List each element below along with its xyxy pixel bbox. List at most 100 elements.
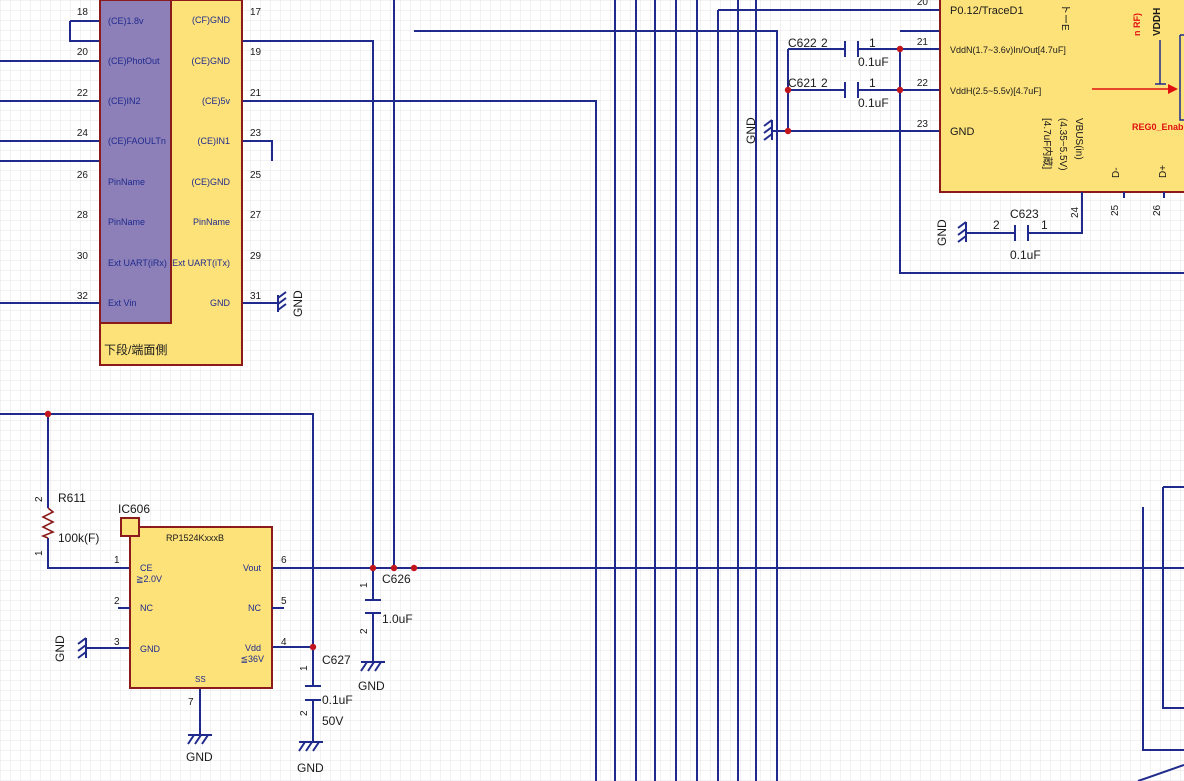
capacitor-c626: C626 1.0uF 1 2 <box>359 572 413 634</box>
regulator-pin-note: ≧2.0V <box>136 574 162 584</box>
connector-left-pin-num: 28 <box>77 210 89 221</box>
gnd-label: GND <box>297 761 324 775</box>
mcu-pin-num: 23 <box>917 119 929 130</box>
capacitor-ref: C626 <box>382 572 411 586</box>
capacitor-pin: 1 <box>1041 218 1048 232</box>
connector-right-pin-name: (CE)GND <box>192 177 231 187</box>
regulator-pin-note: ≦36V <box>240 654 264 664</box>
capacitor-pin: 1 <box>869 36 876 50</box>
connector-left-pin-name: PinName <box>108 217 145 227</box>
gnd-symbol <box>298 741 323 752</box>
mcu-pin-name: GND <box>950 126 975 138</box>
mcu-vertical-text: トーE <box>1059 4 1070 31</box>
regulator-pin-name: Vout <box>243 563 262 573</box>
connector-right-pin-num: 31 <box>250 291 262 302</box>
connector-right-pin-num: 17 <box>250 7 262 18</box>
capacitor-rating: 50V <box>322 714 343 728</box>
capacitor-ref: C622 <box>788 36 817 50</box>
regulator-pin-num: 5 <box>281 596 287 607</box>
capacitor-value: 0.1uF <box>858 96 889 110</box>
regulator-pin-num: 2 <box>114 596 120 607</box>
mcu-bottom-pin-num: 26 <box>1152 204 1163 216</box>
capacitor-pin: 1 <box>299 665 310 671</box>
gnd-symbol <box>77 637 87 659</box>
gnd-label: GND <box>186 750 213 764</box>
gnd-label: GND <box>935 219 949 246</box>
regulator-pin-name: CE <box>140 563 153 573</box>
resistor-ref: R611 <box>58 491 86 505</box>
capacitor-value: 0.1uF <box>858 55 889 69</box>
capacitor-ref: C627 <box>322 653 351 667</box>
connector-left-pin-name: Ext Vin <box>108 298 136 308</box>
capacitor-pin: 2 <box>359 628 370 634</box>
mcu-block: P0.12/TraceD1 VddN(1.7~3.6v)In/Out[4.7uF… <box>917 0 1184 218</box>
connector-right-pin-name: (CF)GND <box>192 15 230 25</box>
mcu-body <box>939 0 1184 193</box>
mcu-bottom-pin-name: VBUS(in) <box>1073 118 1084 160</box>
regulator-pin-num: 3 <box>114 637 120 648</box>
mcu-bottom-pin-name: D+ <box>1158 165 1169 178</box>
capacitor-c622: C622 2 1 0.1uF <box>788 36 889 69</box>
regulator-pin-name: SS <box>195 675 206 684</box>
connector-left-pin-num: 30 <box>77 251 89 262</box>
capacitor-value: 0.1uF <box>322 693 353 707</box>
gnd-symbol <box>187 734 212 745</box>
connector-label: 下段/端面側 <box>104 342 167 357</box>
connector-block: 下段/端面側 (CE)1.8v (CE)PhotOut (CE)IN2 (CE)… <box>77 0 305 366</box>
gnd-label: GND <box>291 290 305 317</box>
resistor-r611: R611 100k(F) 2 1 <box>34 491 99 556</box>
gnd-label: GND <box>53 635 67 662</box>
regulator-pin-name: NC <box>140 603 153 613</box>
connector-left-pin-name: PinName <box>108 177 145 187</box>
connector-right-pin-num: 23 <box>250 128 262 139</box>
connector-left-pin-num: 18 <box>77 7 89 18</box>
capacitor-pin: 1 <box>359 582 370 588</box>
connector-left-pin-num: 22 <box>77 88 89 99</box>
mcu-pin-name: VddH(2.5~5.5v)[4.7uF] <box>950 86 1041 96</box>
capacitor-pin: 2 <box>821 36 828 50</box>
capacitor-value: 0.1uF <box>1010 248 1041 262</box>
junction-dot <box>784 86 792 94</box>
connector-right-pin-name: GND <box>210 298 231 308</box>
connector-left-pin-name: (CE)1.8v <box>108 16 144 26</box>
connector-right-pin-num: 19 <box>250 47 262 58</box>
gnd-label: GND <box>744 117 758 144</box>
gnd-label: GND <box>358 679 385 693</box>
mcu-pin-name: VddN(1.7~3.6v)In/Out[4.7uF] <box>950 45 1066 55</box>
regulator-pin-name: Vdd <box>245 643 261 653</box>
junction-dot <box>369 564 377 572</box>
connector-left-pin-name: (CE)PhotOut <box>108 56 160 66</box>
mcu-vertical-text: VDDH <box>1152 8 1163 36</box>
capacitor-ref: C621 <box>788 76 817 90</box>
connector-right-pin-name: (CE)5v <box>202 96 231 106</box>
capacitor-c627: C627 0.1uF 50V 1 2 <box>299 653 353 728</box>
connector-left-pin-name: (CE)FAOULTn <box>108 136 166 146</box>
gnd-symbol <box>360 661 385 672</box>
regulator-part: RP1524KxxxB <box>166 533 224 543</box>
mcu-bottom-pin-num: 25 <box>1110 204 1121 216</box>
mcu-bottom-pin-num: 24 <box>1070 206 1081 218</box>
mcu-pin-num: 22 <box>917 78 929 89</box>
regulator-pin-num: 6 <box>281 555 287 566</box>
connector-left-pin-name: Ext UART(iRx) <box>108 258 167 268</box>
junction-dot <box>896 86 904 94</box>
regulator-pin-name: GND <box>140 644 161 654</box>
connector-right-pin-num: 21 <box>250 88 262 99</box>
connector-left-pin-num: 20 <box>77 47 89 58</box>
mcu-pin-num: 21 <box>917 37 929 48</box>
capacitor-value: 1.0uF <box>382 612 413 626</box>
connector-left-pin-name: (CE)IN2 <box>108 96 141 106</box>
junction-dot <box>784 127 792 135</box>
capacitor-pin: 2 <box>993 218 1000 232</box>
junction-dot <box>390 564 398 572</box>
mcu-red-text: REG0_Enabl <box>1132 122 1184 132</box>
connector-right-pin-num: 25 <box>250 170 262 181</box>
mcu-pin-num: 20 <box>917 0 929 8</box>
mcu-vbus-note: [4.7uF内蔵] <box>1041 118 1054 169</box>
junction-dot <box>896 45 904 53</box>
mcu-vbus-note: (4.35~5.5V) <box>1057 118 1068 171</box>
capacitor-pin: 1 <box>869 76 876 90</box>
connector-right-pin-name: Ext UART(iTx) <box>172 258 230 268</box>
